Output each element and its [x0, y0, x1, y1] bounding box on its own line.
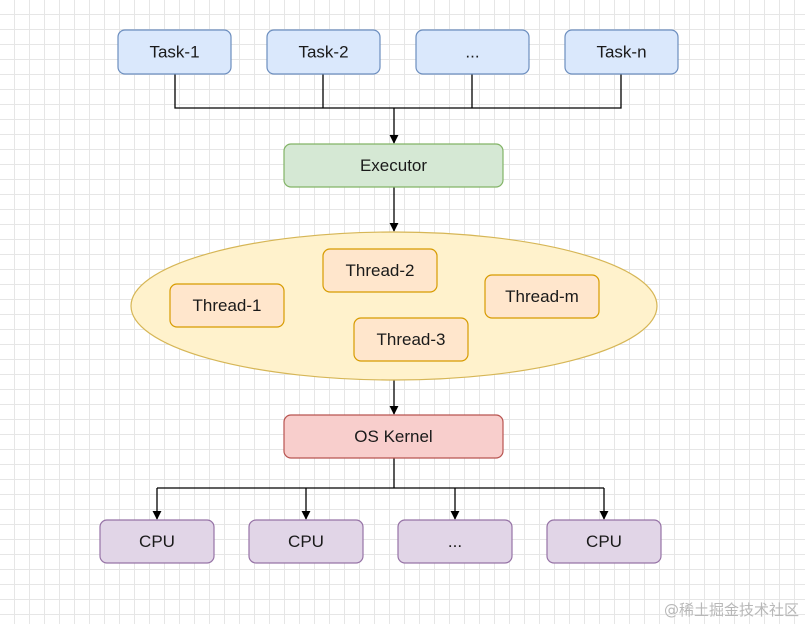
thread-label: Thread-m — [505, 287, 579, 306]
watermark-text: @稀土掘金技术社区 — [663, 601, 799, 619]
cpu-label: ... — [448, 532, 462, 551]
thread-pool-ellipse — [130, 231, 658, 381]
task-node-1: Task-1 — [117, 29, 232, 75]
task-label: ... — [465, 43, 479, 62]
thread-node-2: Thread-2 — [322, 248, 438, 293]
cpu-label: CPU — [586, 532, 622, 551]
task-node-n: Task-n — [564, 29, 679, 75]
thread-node-3: Thread-3 — [353, 317, 469, 362]
thread-label: Thread-1 — [193, 296, 262, 315]
cpu-label: CPU — [139, 532, 175, 551]
thread-node-m: Thread-m — [484, 274, 600, 319]
connectors — [152, 74, 622, 520]
task-node-ellipsis: ... — [415, 29, 530, 75]
os-kernel-node: OS Kernel — [283, 414, 504, 459]
thread-label: Thread-3 — [377, 330, 446, 349]
task-label: Task-2 — [298, 43, 348, 62]
kernel-label: OS Kernel — [354, 427, 432, 446]
executor-label: Executor — [360, 156, 427, 175]
cpu-node-n: CPU — [546, 519, 662, 564]
task-label: Task-n — [596, 43, 646, 62]
task-1-connector — [174, 74, 394, 109]
cpu-node-1: CPU — [99, 519, 215, 564]
cpu-node-2: CPU — [248, 519, 364, 564]
cpu-node-ellipsis: ... — [397, 519, 513, 564]
thread-node-1: Thread-1 — [169, 283, 285, 328]
task-n-connector — [394, 74, 622, 109]
kernel-bus — [157, 458, 604, 489]
executor-node: Executor — [283, 143, 504, 188]
thread-label: Thread-2 — [346, 261, 415, 280]
cpu-label: CPU — [288, 532, 324, 551]
task-label: Task-1 — [149, 43, 199, 62]
task-node-2: Task-2 — [266, 29, 381, 75]
